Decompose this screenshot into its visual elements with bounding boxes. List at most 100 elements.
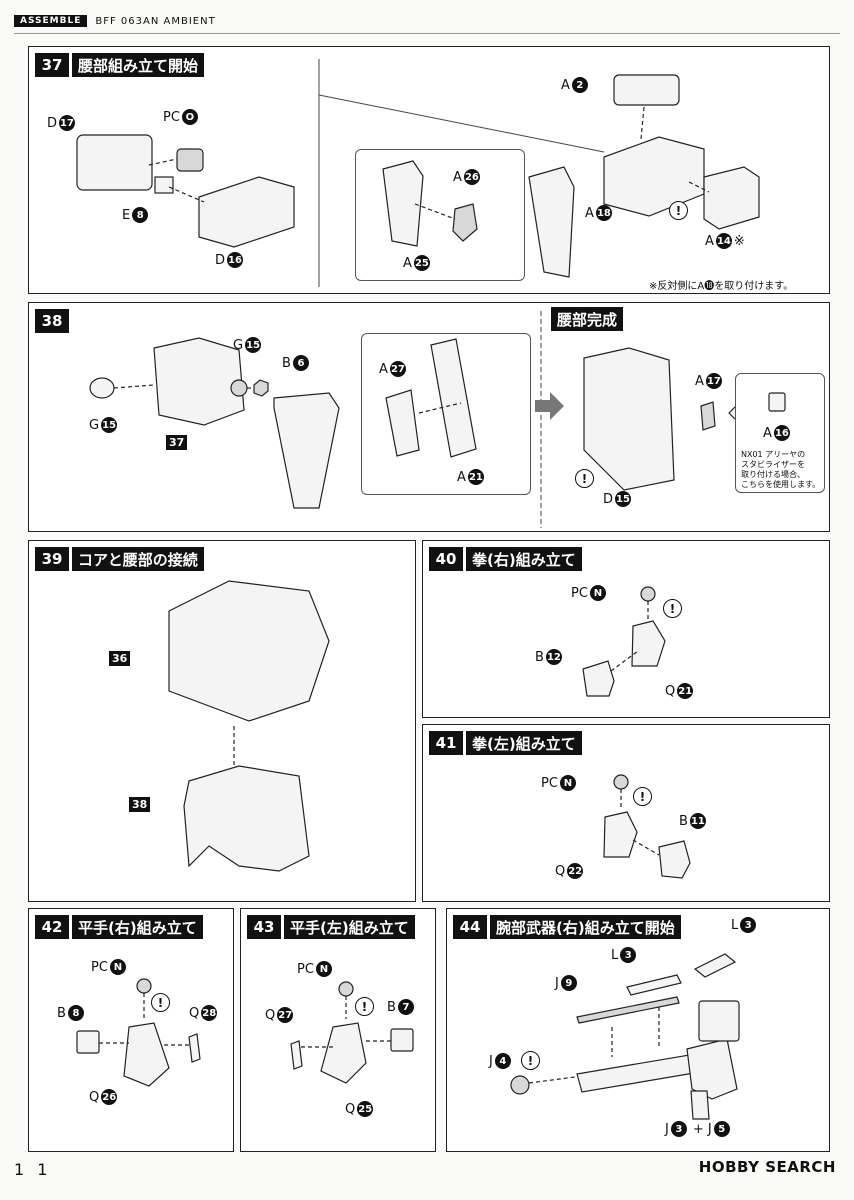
warning-icon: ! [669, 201, 688, 220]
warning-icon: ! [575, 469, 594, 488]
warning-icon: ! [355, 997, 374, 1016]
ref-step-37: 37 [166, 435, 188, 450]
step-41-drawing [603, 774, 691, 879]
waist-note-1: NX01 アリーヤの [741, 450, 806, 459]
page-number: 1 1 [14, 1160, 52, 1179]
step-43-title: 43 平手(左)組み立て [247, 915, 415, 939]
step-37-note: ※反対側にA⓲を取り付けます。 [649, 281, 794, 292]
step-37-subdetail-drawing [382, 160, 478, 247]
step-label: 拳(右)組み立て [466, 547, 582, 571]
waist-complete-title: 腰部完成 [551, 307, 624, 331]
step-label: 平手(右)組み立て [72, 915, 203, 939]
step-number: 42 [35, 915, 69, 939]
step-42-title: 42 平手(右)組み立て [35, 915, 203, 939]
waist-note-4: こちらを使用します。 [741, 480, 821, 489]
step-label: 平手(左)組み立て [284, 915, 415, 939]
warning-icon: ! [663, 599, 682, 618]
step-39-panel: 39 コアと腰部の接続 36 38 [28, 540, 416, 902]
assemble-tag: ASSEMBLE [14, 15, 88, 27]
step-37-title: 37 腰部組み立て開始 [35, 53, 205, 77]
step-39-title: 39 コアと腰部の接続 [35, 547, 204, 571]
step-39-drawing [168, 580, 330, 872]
header: ASSEMBLE BFF 063AN AMBIENT [14, 12, 216, 30]
step-44-drawing [510, 953, 740, 1120]
waist-option-drawing [768, 392, 786, 412]
header-rule [14, 33, 840, 34]
step-label: 拳(左)組み立て [466, 731, 582, 755]
step-44-title: 44 腕部武器(右)組み立て開始 [453, 915, 681, 939]
kit-title: BFF 063AN AMBIENT [95, 15, 216, 27]
warning-icon: ! [151, 993, 170, 1012]
step-number: 39 [35, 547, 69, 571]
step-number: 38 [35, 309, 69, 333]
step-38-title: 38 [35, 309, 69, 333]
ref-step-36: 36 [109, 651, 131, 666]
step-number: 44 [453, 915, 487, 939]
waist-note-3: 取り付ける場合、 [741, 470, 805, 479]
step-label: コアと腰部の接続 [72, 547, 204, 571]
step-40-drawing [582, 586, 666, 697]
step-number: 41 [429, 731, 463, 755]
waist-note-2: スタビライザーを [741, 460, 805, 469]
step-label: 腕部武器(右)組み立て開始 [490, 915, 681, 939]
step-number: 37 [35, 53, 69, 77]
step-40-title: 40 拳(右)組み立て [429, 547, 582, 571]
step-number: 43 [247, 915, 281, 939]
hobby-search-logo: HOBBY SEARCH [698, 1158, 836, 1176]
step-41-title: 41 拳(左)組み立て [429, 731, 582, 755]
step-42-drawing [76, 978, 201, 1087]
warning-icon: ! [633, 787, 652, 806]
warning-icon: ! [521, 1051, 540, 1070]
step-43-drawing [290, 981, 414, 1084]
step-label: 腰部完成 [551, 307, 624, 331]
step-38-subdetail-drawing [385, 338, 477, 458]
step-label: 腰部組み立て開始 [72, 53, 205, 77]
step-38-drawing [89, 311, 750, 528]
step-37-drawing [76, 59, 760, 287]
step-number: 40 [429, 547, 463, 571]
ref-step-38: 38 [129, 797, 151, 812]
